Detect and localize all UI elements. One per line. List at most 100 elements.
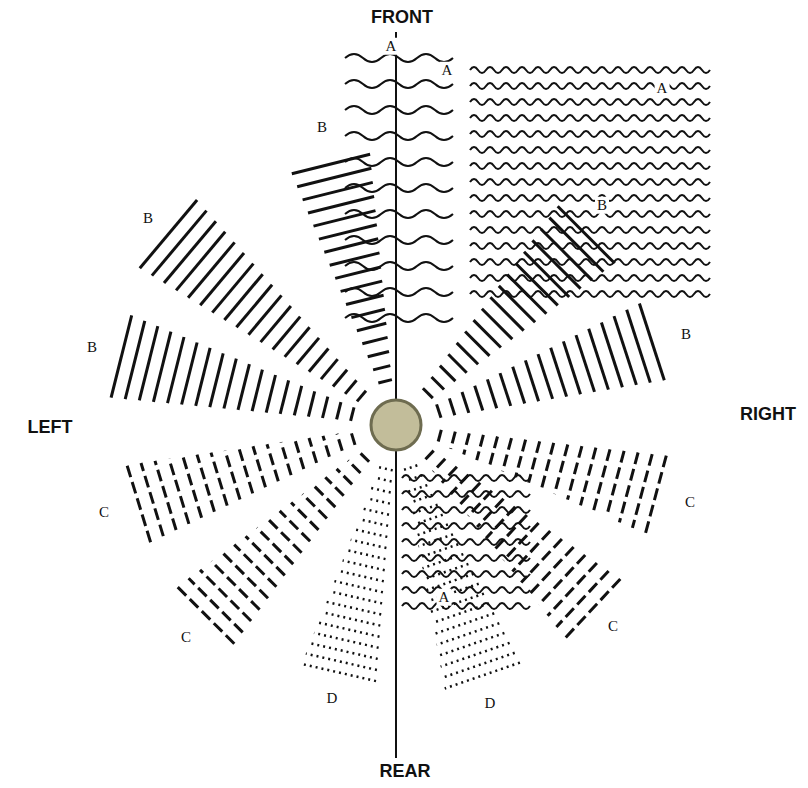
wave-line: [470, 211, 710, 217]
direction-label: REAR: [377, 762, 432, 782]
dotted-wavefront: [367, 498, 390, 503]
dashed-wavefront: [239, 448, 253, 493]
dashed-wavefront: [359, 452, 369, 462]
wave-type-letter: A: [384, 38, 399, 55]
wave-type-letter: C: [179, 629, 193, 646]
dotted-wavefront: [330, 592, 382, 604]
wave-type-letter: D: [325, 690, 340, 707]
wave-line: [345, 288, 453, 296]
direction-label: FRONT: [369, 8, 435, 28]
wave-line: [345, 80, 453, 88]
solid-wavefront: [532, 240, 580, 288]
solid-wavefront: [432, 377, 445, 390]
solid-wavefront: [321, 359, 338, 379]
dashed-wavefront: [607, 451, 625, 517]
solid-wavefront: [168, 337, 185, 403]
dotted-wavefront: [439, 633, 505, 656]
solid-wavefront: [337, 402, 341, 419]
solid-wavefront: [465, 332, 489, 356]
wave-line: [402, 491, 530, 497]
dashed-wavefront: [529, 441, 540, 482]
solid-wavefront: [224, 359, 236, 409]
dashed-wavefront: [594, 449, 611, 511]
solid-wavefront: [513, 367, 525, 404]
solid-wavefront: [196, 348, 210, 406]
solid-wavefront: [308, 197, 374, 214]
dashed-wavefront: [267, 444, 278, 481]
axis-line: [395, 32, 397, 758]
dashed-wavefront: [223, 553, 268, 598]
wave-line: [345, 210, 453, 218]
dotted-wavefront: [445, 663, 520, 689]
direction-label: LEFT: [26, 418, 75, 438]
wave-line: [470, 179, 710, 185]
solid-wavefront: [303, 182, 373, 200]
dashed-wavefront: [542, 443, 554, 489]
center-source: [371, 400, 421, 450]
dashed-wavefront: [211, 561, 259, 609]
dashed-wavefront: [197, 455, 214, 512]
wave-line: [345, 158, 453, 166]
dashed-wavefront: [225, 451, 240, 500]
solid-wavefront: [627, 310, 651, 383]
dashed-wavefront: [645, 456, 666, 534]
wave-line: [470, 99, 710, 105]
dotted-wavefront: [347, 550, 386, 559]
solid-wavefront: [576, 335, 595, 392]
dashed-wavefront: [253, 446, 266, 487]
dotted-wavefront: [334, 581, 383, 592]
wave-line: [345, 132, 453, 140]
dotted-wavefront: [375, 478, 391, 482]
wave-type-letter: B: [315, 119, 329, 136]
dotted-wavefront: [310, 643, 378, 659]
solid-wavefront: [308, 391, 314, 416]
dashed-wavefront: [211, 453, 227, 506]
solid-wavefront: [182, 343, 198, 405]
dashed-wavefront: [257, 528, 293, 564]
dotted-wavefront: [408, 485, 427, 492]
wave-type-letter: B: [85, 339, 99, 356]
wave-line: [470, 227, 710, 233]
wave-line: [470, 131, 710, 137]
wave-line: [402, 475, 530, 481]
dotted-wavefront: [363, 509, 389, 515]
solid-wavefront: [314, 211, 376, 227]
wave-line: [345, 54, 453, 62]
direction-label: RIGHT: [738, 405, 798, 425]
dotted-wavefront: [326, 602, 381, 615]
solid-wavefront: [333, 370, 347, 387]
dotted-wavefront: [318, 623, 379, 637]
dashed-wavefront: [539, 555, 585, 605]
dotted-wavefront: [371, 488, 391, 493]
solid-wavefront: [378, 380, 392, 383]
dashed-wavefront: [512, 531, 550, 572]
dashed-wavefront: [516, 440, 526, 477]
solid-wavefront: [490, 297, 523, 330]
dashed-wavefront: [530, 547, 574, 594]
dashed-wavefront: [555, 445, 568, 495]
solid-wavefront: [368, 352, 389, 357]
dashed-wavefront: [424, 451, 434, 461]
wave-type-letter: C: [97, 504, 111, 521]
dashed-wavefront: [337, 434, 342, 451]
dashed-wavefront: [127, 465, 151, 542]
solid-wavefront: [200, 253, 244, 305]
dashed-wavefront: [183, 457, 202, 518]
solid-wavefront: [294, 386, 301, 415]
wave-line: [402, 507, 530, 513]
dotted-wavefront: [443, 653, 515, 678]
solid-wavefront: [224, 274, 262, 320]
wave-type-letter: A: [437, 589, 452, 606]
wave-line: [402, 555, 530, 561]
wave-type-letter: C: [683, 494, 697, 511]
dashed-wavefront: [325, 477, 343, 495]
solid-wavefront: [140, 200, 197, 268]
dotted-wavefront: [351, 540, 387, 548]
wave-type-letter: B: [141, 210, 155, 227]
wave-type-letter: B: [595, 197, 609, 214]
dashed-wavefront: [268, 519, 301, 552]
dashed-wavefront: [438, 430, 442, 444]
solid-wavefront: [639, 304, 664, 381]
wave-line: [402, 603, 530, 609]
